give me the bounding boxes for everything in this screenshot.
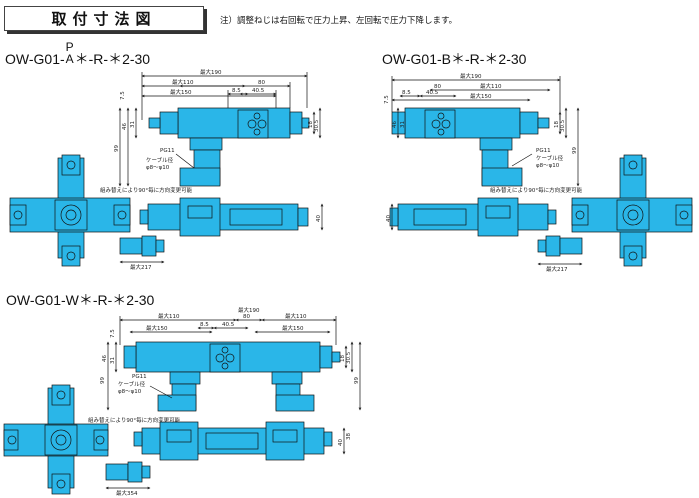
- dim-b-40: 40: [386, 215, 392, 222]
- dims-w-top: [119, 316, 337, 345]
- dims-w-side: [106, 341, 362, 411]
- dim-a-40-5: 40.5: [252, 88, 265, 94]
- cross-view-b: [571, 154, 693, 267]
- dim-w-max110-left: 最大110: [158, 312, 180, 320]
- valve-body-w: [123, 341, 341, 412]
- dim-texts-a: 最大190 最大110 80 最大150 8.5 40.5 7.5 46 31 …: [100, 68, 322, 271]
- dim-a-rotate: 組み替えにより90°毎に方向変更可能: [100, 186, 193, 194]
- dim-a-40: 40: [316, 215, 322, 222]
- dim-a-max190: 最大190: [200, 68, 222, 76]
- dim-w-max190: 最大190: [238, 306, 260, 314]
- dim-b-max150: 最大150: [470, 92, 492, 100]
- dim-b-8-5: 8.5: [402, 90, 411, 96]
- dim-w-40-5: 40.5: [222, 322, 235, 328]
- dim-a-8-5: 8.5: [232, 88, 241, 94]
- connector-w: [105, 461, 151, 483]
- dim-w-pg11: PG11: [132, 374, 147, 380]
- dim-w-40: 40: [338, 439, 344, 446]
- drawing-b: [389, 76, 693, 267]
- dim-w-18: 18: [340, 355, 346, 362]
- dim-b-rotate: 組み替えにより90°毎に方向変更可能: [490, 186, 583, 194]
- dims-a-top: [141, 72, 308, 120]
- dim-a-max150: 最大150: [170, 88, 192, 96]
- connector-b: [537, 235, 583, 257]
- dim-w-30-5: 30.5: [346, 351, 352, 364]
- dim-b-max190: 最大190: [460, 72, 482, 80]
- side-view-w: [133, 421, 333, 461]
- dim-w-cable: ケーブル径: [118, 380, 146, 388]
- dim-a-7-5: 7.5: [120, 91, 126, 100]
- dim-w-80: 80: [243, 314, 250, 320]
- cross-view-w-details: [7, 390, 105, 489]
- dim-a-cable-d: φ8～φ10: [146, 165, 170, 171]
- valve-body-a: [148, 107, 310, 187]
- page-title: 取付寸法図: [51, 10, 157, 28]
- valve-ports-a: [247, 112, 267, 136]
- dim-w-99-right: 99: [354, 377, 360, 384]
- model-a-sup-top: P: [65, 40, 74, 54]
- cross-view-a: [9, 154, 131, 267]
- dim-w-46: 46: [102, 355, 108, 362]
- dim-b-7-5: 7.5: [384, 95, 390, 104]
- dim-b-cable-d: φ8～φ10: [536, 163, 560, 169]
- dims-b-top: [391, 76, 561, 120]
- dim-texts-w: 最大190 最大110 80 最大110 最大150 最大150 8.5 40.…: [88, 306, 360, 497]
- dim-w-max354: 最大354: [116, 489, 138, 497]
- valve-body-b: [391, 107, 550, 187]
- dim-w-99: 99: [100, 377, 106, 384]
- model-label-b: OW-G01-B＊-R-＊2-30: [382, 51, 527, 67]
- dim-a-18: 18: [308, 121, 314, 128]
- dim-w-max110-right: 最大110: [285, 312, 307, 320]
- dim-a-30-5: 30.5: [314, 119, 320, 132]
- drawing-a: [9, 72, 324, 267]
- dim-w-cable-d: φ8～φ10: [118, 389, 142, 395]
- dim-a-99: 99: [114, 145, 120, 152]
- side-view-b: [389, 197, 557, 237]
- model-a-sup-bottom: A: [65, 52, 74, 66]
- dims-a-side: [118, 107, 322, 187]
- side-view-a: [139, 197, 309, 237]
- cross-view-b-details: [575, 160, 689, 261]
- dim-b-18: 18: [554, 121, 560, 128]
- dim-b-pg11: PG11: [536, 148, 551, 154]
- dim-a-max217: 最大217: [130, 263, 152, 271]
- model-a-prefix: OW-G01-: [5, 51, 65, 67]
- dim-a-46: 46: [122, 123, 128, 130]
- dim-w-max150-left: 最大150: [146, 324, 168, 332]
- dim-b-80: 80: [434, 84, 441, 90]
- dim-w-8-5: 8.5: [200, 322, 209, 328]
- dim-w-38: 38: [346, 433, 352, 440]
- dim-b-40-5: 40.5: [426, 90, 439, 96]
- dim-w-7-5: 7.5: [110, 329, 116, 338]
- model-label-w: OW-G01-W＊-R-＊2-30: [6, 292, 155, 308]
- dim-b-cable: ケーブル径: [536, 154, 564, 162]
- model-a-suffix: ＊-R-＊2-30: [74, 51, 151, 67]
- adjust-note: 注）調整ねじは右回転で圧力上昇、左回転で圧力下降します。: [220, 16, 458, 26]
- dim-b-31: 31: [400, 121, 406, 128]
- dim-w-max150-right: 最大150: [282, 324, 304, 332]
- dim-w-rotate: 組み替えにより90°毎に方向変更可能: [88, 416, 181, 424]
- dim-b-max217: 最大217: [546, 265, 568, 273]
- dim-b-46: 46: [392, 121, 398, 128]
- dim-b-99: 99: [572, 147, 578, 154]
- dim-b-max110: 最大110: [480, 82, 502, 90]
- title-box: 取付寸法図: [4, 6, 204, 31]
- valve-ports-w: [215, 346, 235, 370]
- connector-a: [119, 235, 165, 257]
- dim-w-31: 31: [110, 357, 116, 364]
- dim-a-31: 31: [130, 121, 136, 128]
- dim-b-30-5: 30.5: [560, 119, 566, 132]
- dim-texts-b: 最大190 最大110 80 最大150 8.5 40.5 7.5 46 31 …: [384, 72, 583, 273]
- dim-a-pg11: PG11: [160, 148, 175, 154]
- cross-view-a-details: [13, 160, 127, 261]
- dim-a-80: 80: [258, 80, 265, 86]
- dim-a-cable: ケーブル径: [146, 156, 174, 164]
- dims-b-side: [396, 107, 580, 187]
- valve-ports-b: [431, 112, 451, 136]
- cross-view-w: [3, 384, 109, 495]
- drawing-w: [3, 316, 362, 495]
- dim-a-max110: 最大110: [172, 78, 194, 86]
